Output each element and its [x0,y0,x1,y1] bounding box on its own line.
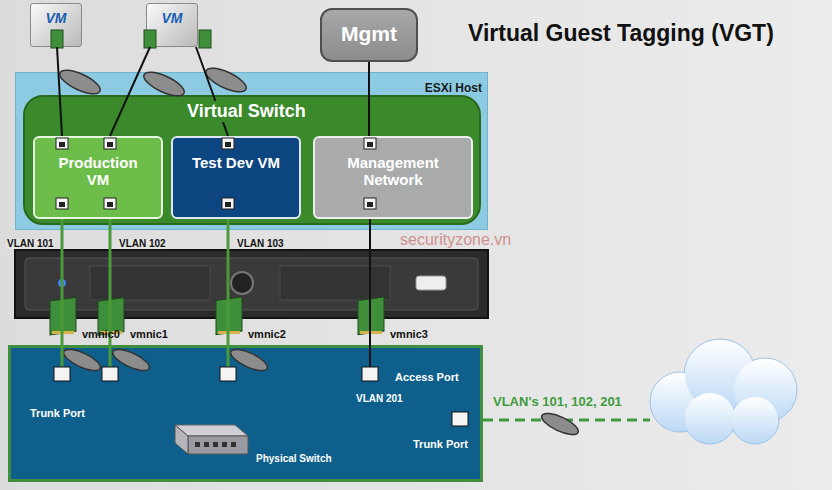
port-label-wrap: Access Port [395,367,459,385]
virtual-switch: Virtual SwitchProduction VM Test Dev VM Ma… [23,95,481,225]
port-group-box: Production VM [33,136,163,219]
port-label-wrap: Trunk Port [30,403,85,421]
node-text: Physical Switch [256,453,332,464]
nic-label-wrap: vmnic0 [82,324,120,342]
cloud [650,339,797,444]
connector [368,62,370,136]
port-label: Trunk Port [30,407,85,419]
host-region: ESXi HostVirtual SwitchProduction VM Test… [15,72,488,230]
port-stub [62,345,370,367]
nic-label: vmnic0 [82,328,120,340]
diagram-title-wrap: Virtual Guest Tagging (VGT) [468,20,774,47]
vlan-label-wrap: VLAN 201 [356,388,403,406]
vlan-label: VLAN 201 [356,393,403,404]
edge-label: VLAN 103 [236,238,285,249]
connector [57,47,62,136]
nic-label-wrap: vmnic2 [248,324,286,342]
nic-label-wrap: vmnic3 [390,324,428,342]
node-text: ESXi Host [396,81,482,95]
vswitch-port [56,138,376,209]
connector [227,219,230,345]
trunk-vlan-label: VLAN's 101, 102, 201 [493,394,622,409]
edge-label: VLAN 102 [118,238,167,249]
port-group-box: Test Dev VM [171,136,301,219]
nic-label: vmnic1 [130,328,168,340]
port-jack [59,142,373,207]
connector [196,47,228,136]
vm-nic [51,30,211,48]
connector [61,219,64,345]
connector [109,219,112,345]
node-text: Test Dev VM [173,154,299,171]
trunk-vlan-label-wrap: VLAN's 101, 102, 201 [493,392,622,410]
connector [110,47,150,136]
node-text: Virtual Switch [181,101,312,122]
port-label-wrap: Trunk Port [413,434,468,452]
switch-icon [175,425,248,454]
nic-label: vmnic2 [248,328,286,340]
node-text: Mgmt [322,22,416,46]
port-group-box: Management Network [313,136,473,219]
nic-label-wrap: vmnic1 [130,324,168,342]
node-text: Production VM [35,154,161,188]
port-label: Trunk Port [413,438,468,450]
mgmt-box: Mgmt [320,8,418,62]
watermark-wrap: securityzone.vn [400,231,511,249]
diagram-title: Virtual Guest Tagging (VGT) [468,20,774,47]
edge-label: VLAN 101 [6,238,55,249]
edge-label-wrap: VLAN 101 [6,233,55,251]
port-label: Access Port [395,371,459,383]
node-text: Management Network [315,154,471,188]
node-text: VM [147,10,197,26]
watermark: securityzone.vn [400,231,511,249]
server-chassis [15,250,488,318]
edge-label-wrap: VLAN 102 [118,233,167,251]
nic-label: vmnic3 [390,328,428,340]
switch-port [54,367,468,426]
connector [369,219,371,345]
node-text: VM [31,10,81,26]
cable-plug [57,63,581,438]
edge-label-wrap: VLAN 103 [236,233,285,251]
